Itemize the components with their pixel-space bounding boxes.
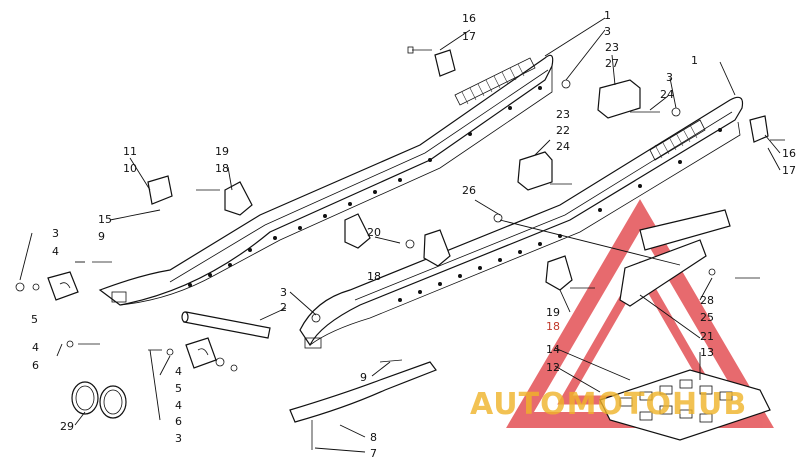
- label-3e: 3: [175, 432, 182, 445]
- left-rail: [98, 54, 554, 306]
- label-18a: 18: [215, 162, 229, 175]
- label-17a: 17: [462, 30, 476, 43]
- part-labels: 16 17 1 3 23 27 1 3 24 23 22 24 16 17 11…: [31, 9, 796, 460]
- label-2: 2: [280, 301, 287, 314]
- right-rail: [299, 96, 744, 349]
- label-13: 13: [700, 346, 714, 359]
- label-18c: 18: [546, 320, 560, 333]
- label-16a: 16: [462, 12, 476, 25]
- label-6b: 6: [175, 415, 182, 428]
- label-4c: 4: [175, 365, 182, 378]
- label-3d: 3: [280, 286, 287, 299]
- label-6a: 6: [32, 359, 39, 372]
- label-3b: 3: [666, 71, 673, 84]
- label-1b: 1: [691, 54, 698, 67]
- label-5b: 5: [175, 382, 182, 395]
- label-9b: 9: [360, 371, 367, 384]
- cross-shaft: [181, 311, 271, 339]
- hose-clamps: [71, 381, 127, 419]
- label-23a: 23: [605, 41, 619, 54]
- label-29: 29: [60, 420, 74, 433]
- label-1a: 1: [604, 9, 611, 22]
- label-19a: 19: [215, 145, 229, 158]
- label-20: 20: [367, 226, 381, 239]
- label-22: 22: [556, 124, 570, 137]
- leader-lines: [19, 17, 781, 453]
- label-28: 28: [700, 294, 714, 307]
- label-15: 15: [98, 213, 112, 226]
- label-11: 11: [123, 145, 137, 158]
- label-27: 27: [605, 57, 619, 70]
- label-8: 8: [370, 431, 377, 444]
- label-24a: 24: [660, 88, 674, 101]
- label-9a: 9: [98, 230, 105, 243]
- label-5a: 5: [31, 313, 38, 326]
- label-4d: 4: [175, 399, 182, 412]
- slide-blocks: [47, 49, 769, 369]
- label-12: 12: [546, 361, 560, 374]
- watermark-text: AUTOMOTOHUB: [470, 387, 747, 422]
- label-19b: 19: [546, 306, 560, 319]
- label-3a: 3: [604, 25, 611, 38]
- label-4a: 4: [52, 245, 59, 258]
- label-10: 10: [123, 162, 137, 175]
- label-14: 14: [546, 343, 560, 356]
- label-18b: 18: [367, 270, 381, 283]
- label-23b: 23: [556, 108, 570, 121]
- brackets: [224, 181, 731, 307]
- label-25: 25: [700, 311, 714, 324]
- label-26: 26: [462, 184, 476, 197]
- label-4b: 4: [32, 341, 39, 354]
- label-7: 7: [370, 447, 377, 460]
- label-24b: 24: [556, 140, 570, 153]
- label-21: 21: [700, 330, 714, 343]
- label-17b: 17: [782, 164, 796, 177]
- label-16b: 16: [782, 147, 796, 160]
- track-clips: [599, 369, 771, 441]
- wear-strip: [289, 361, 437, 423]
- label-3c: 3: [52, 227, 59, 240]
